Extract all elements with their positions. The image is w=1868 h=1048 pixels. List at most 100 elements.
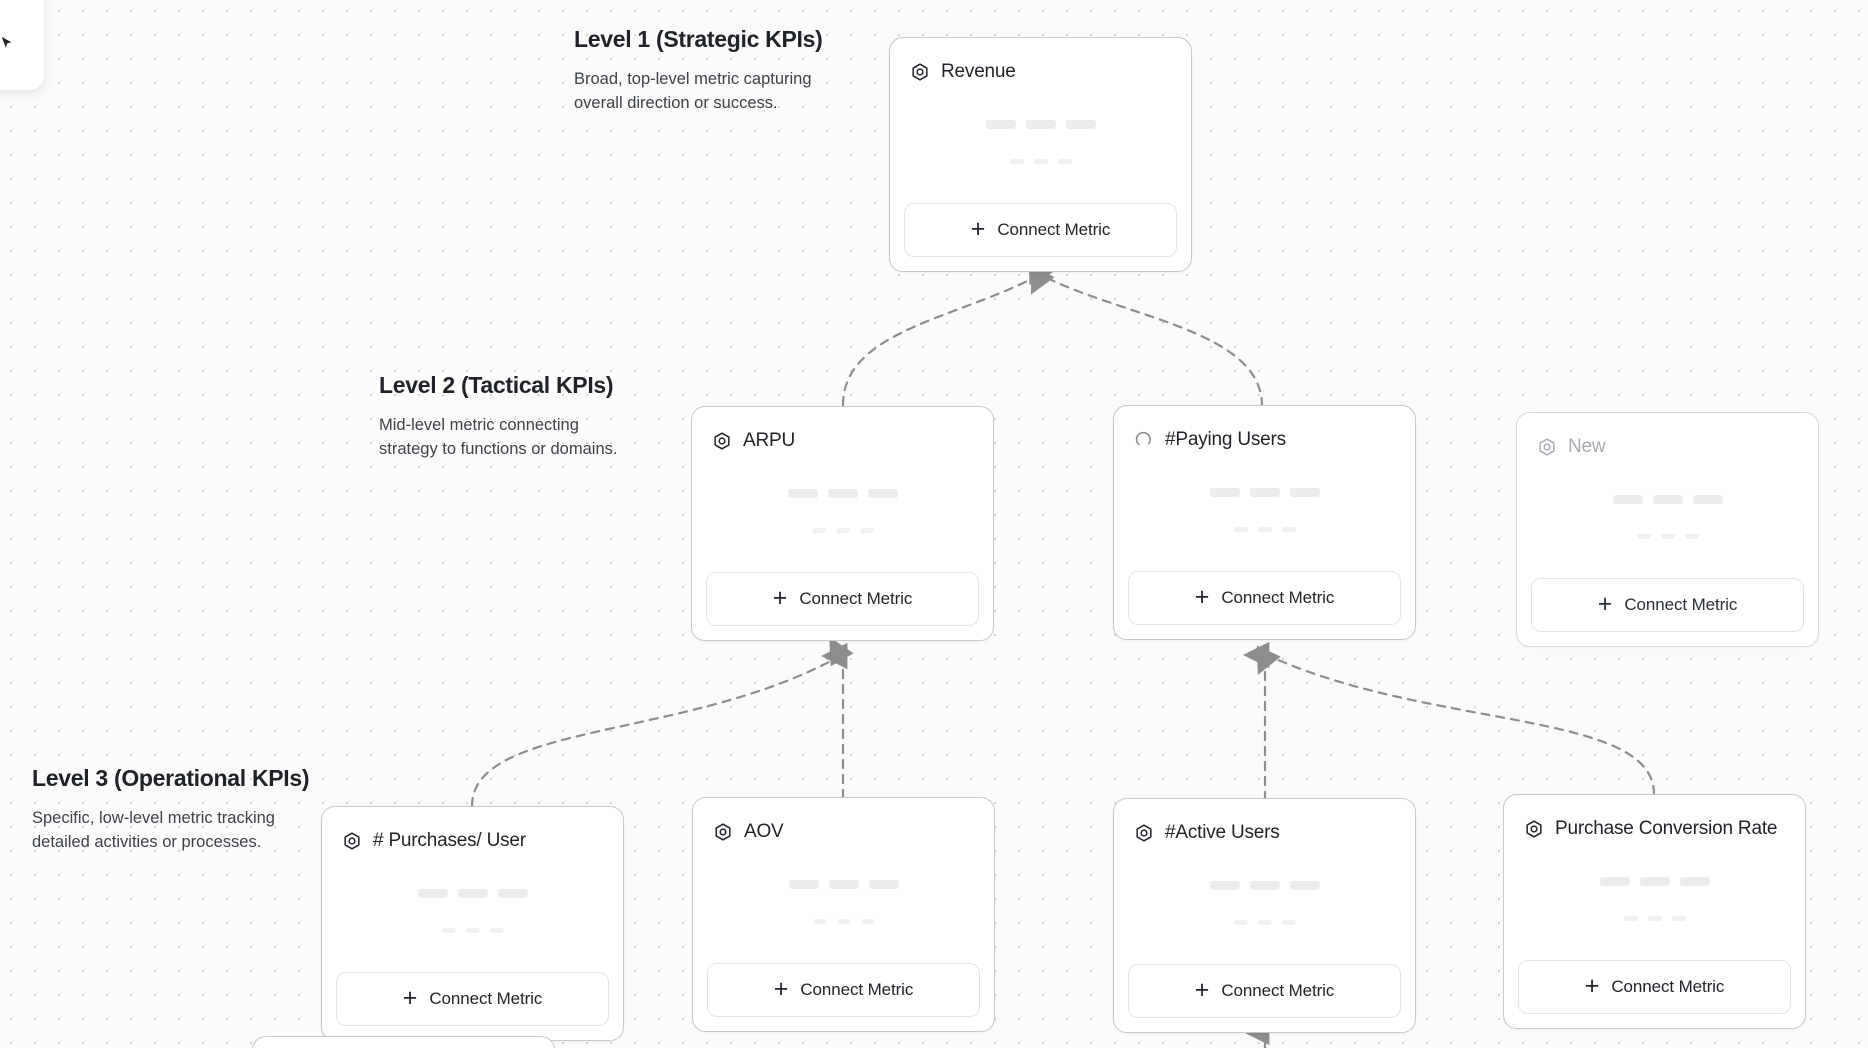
- skeleton-row-secondary: [1233, 526, 1296, 532]
- cursor-pointer-icon: [0, 36, 14, 50]
- skeleton-bar: [1233, 526, 1248, 532]
- skeleton-row-secondary: [1009, 158, 1072, 164]
- card-title: ARPU: [743, 430, 795, 451]
- metric-card-revenue[interactable]: Revenue + Connect Metric: [889, 37, 1192, 272]
- skeleton-bar: [1249, 487, 1280, 497]
- hexagon-metric-icon: [712, 431, 732, 451]
- connect-metric-button[interactable]: + Connect Metric: [1128, 571, 1401, 625]
- skeleton-bar: [787, 488, 818, 498]
- card-header: # Purchases/ User: [336, 821, 609, 855]
- skeleton-bar: [489, 927, 504, 933]
- skeleton-bar: [812, 918, 827, 924]
- connect-metric-label: Connect Metric: [997, 220, 1111, 239]
- skeleton-bar: [985, 119, 1016, 129]
- skeleton-bar: [1209, 487, 1240, 497]
- card-skeleton-body: [1128, 847, 1401, 964]
- skeleton-bar: [1281, 919, 1296, 925]
- connect-metric-label: Connect Metric: [1221, 981, 1335, 1000]
- skeleton-bar: [860, 918, 875, 924]
- plus-icon: +: [1597, 589, 1613, 618]
- card-title: AOV: [744, 821, 784, 842]
- card-header: Revenue: [904, 52, 1177, 86]
- edge-arpu-to-revenue: [841, 255, 1053, 407]
- connect-metric-label: Connect Metric: [429, 989, 543, 1008]
- skeleton-bar: [867, 488, 898, 498]
- skeleton-bar: [417, 888, 448, 898]
- level-2-description: Mid-level metric connecting strategy to …: [379, 416, 618, 458]
- skeleton-bar: [1289, 487, 1320, 497]
- connect-metric-label: Connect Metric: [800, 980, 914, 999]
- skeleton-bar: [1671, 915, 1686, 921]
- skeleton-row-primary: [788, 879, 899, 889]
- metric-card-arpu[interactable]: ARPU + Connect Metric: [691, 406, 994, 641]
- floating-toolbar-panel[interactable]: [0, 0, 44, 90]
- hexagon-metric-icon: [1537, 437, 1557, 457]
- card-title: # Purchases/ User: [373, 830, 526, 851]
- skeleton-bar: [1257, 919, 1272, 925]
- level-1-label-group: Level 1 (Strategic KPIs) Broad, top-leve…: [574, 26, 826, 115]
- card-title: #Paying Users: [1165, 429, 1286, 450]
- skeleton-bar: [868, 879, 899, 889]
- skeleton-bar: [1281, 526, 1296, 532]
- level-2-label-group: Level 2 (Tactical KPIs) Mid-level metric…: [379, 372, 631, 461]
- hexagon-metric-icon: [342, 831, 362, 851]
- skeleton-bar: [828, 879, 859, 889]
- level-1-title: Level 1 (Strategic KPIs): [574, 26, 823, 52]
- skeleton-row-primary: [417, 888, 528, 898]
- skeleton-bar: [1209, 880, 1240, 890]
- skeleton-bar: [827, 488, 858, 498]
- skeleton-bar: [1025, 119, 1056, 129]
- connect-metric-button[interactable]: + Connect Metric: [707, 963, 980, 1017]
- skeleton-bar: [859, 527, 874, 533]
- metric-card-aov[interactable]: AOV + Connect Metric: [692, 797, 995, 1032]
- skeleton-bar: [811, 527, 826, 533]
- connect-metric-button[interactable]: + Connect Metric: [1518, 960, 1791, 1014]
- card-title: New: [1568, 436, 1606, 457]
- skeleton-row-primary: [1612, 494, 1723, 504]
- connect-metric-label: Connect Metric: [799, 589, 913, 608]
- skeleton-bar: [1009, 158, 1024, 164]
- skeleton-row-secondary: [441, 927, 504, 933]
- hexagon-metric-icon: [910, 62, 930, 82]
- card-header: ARPU: [706, 421, 979, 455]
- skeleton-bar: [788, 879, 819, 889]
- skeleton-row-primary: [985, 119, 1096, 129]
- skeleton-bar: [1647, 915, 1662, 921]
- skeleton-row-primary: [1599, 876, 1710, 886]
- connect-metric-button[interactable]: + Connect Metric: [1128, 964, 1401, 1018]
- metric-card-new[interactable]: New + Connect Metric: [1516, 412, 1819, 647]
- level-1-description: Broad, top-level metric capturing overal…: [574, 70, 812, 112]
- hexagon-metric-icon: [1134, 823, 1154, 843]
- card-header: #Active Users: [1128, 813, 1401, 847]
- connect-metric-button[interactable]: + Connect Metric: [706, 572, 979, 626]
- skeleton-bar: [497, 888, 528, 898]
- metric-card-purchase-conversion-rate[interactable]: Purchase Conversion Rate + Connect Metri…: [1503, 794, 1806, 1029]
- plus-icon: +: [772, 583, 788, 612]
- metric-card-paying-users[interactable]: #Paying Users + Connect Metric: [1113, 405, 1416, 640]
- metric-card-offscreen-bottom[interactable]: [252, 1036, 555, 1048]
- skeleton-row-secondary: [812, 918, 875, 924]
- skeleton-bar: [1257, 526, 1272, 532]
- connect-metric-button[interactable]: + Connect Metric: [1531, 578, 1804, 632]
- skeleton-bar: [1057, 158, 1072, 164]
- connect-metric-label: Connect Metric: [1611, 977, 1725, 996]
- plus-icon: +: [1194, 975, 1210, 1004]
- plus-icon: +: [402, 983, 418, 1012]
- metric-card-purchases-per-user[interactable]: # Purchases/ User + Connect Metric: [321, 806, 624, 1041]
- skeleton-bar: [1652, 494, 1683, 504]
- card-skeleton-body: [1128, 454, 1401, 571]
- skeleton-bar: [1612, 494, 1643, 504]
- skeleton-bar: [836, 918, 851, 924]
- card-header: New: [1531, 427, 1804, 461]
- plus-icon: +: [970, 214, 986, 243]
- plus-icon: +: [1584, 971, 1600, 1000]
- skeleton-row-secondary: [1233, 919, 1296, 925]
- connect-metric-button[interactable]: + Connect Metric: [904, 203, 1177, 257]
- connect-metric-button[interactable]: + Connect Metric: [336, 972, 609, 1026]
- hexagon-metric-icon: [713, 822, 733, 842]
- level-2-title: Level 2 (Tactical KPIs): [379, 372, 614, 398]
- hexagon-metric-icon: [1524, 819, 1544, 839]
- skeleton-bar: [1249, 880, 1280, 890]
- metric-card-active-users[interactable]: #Active Users + Connect Metric: [1113, 798, 1416, 1033]
